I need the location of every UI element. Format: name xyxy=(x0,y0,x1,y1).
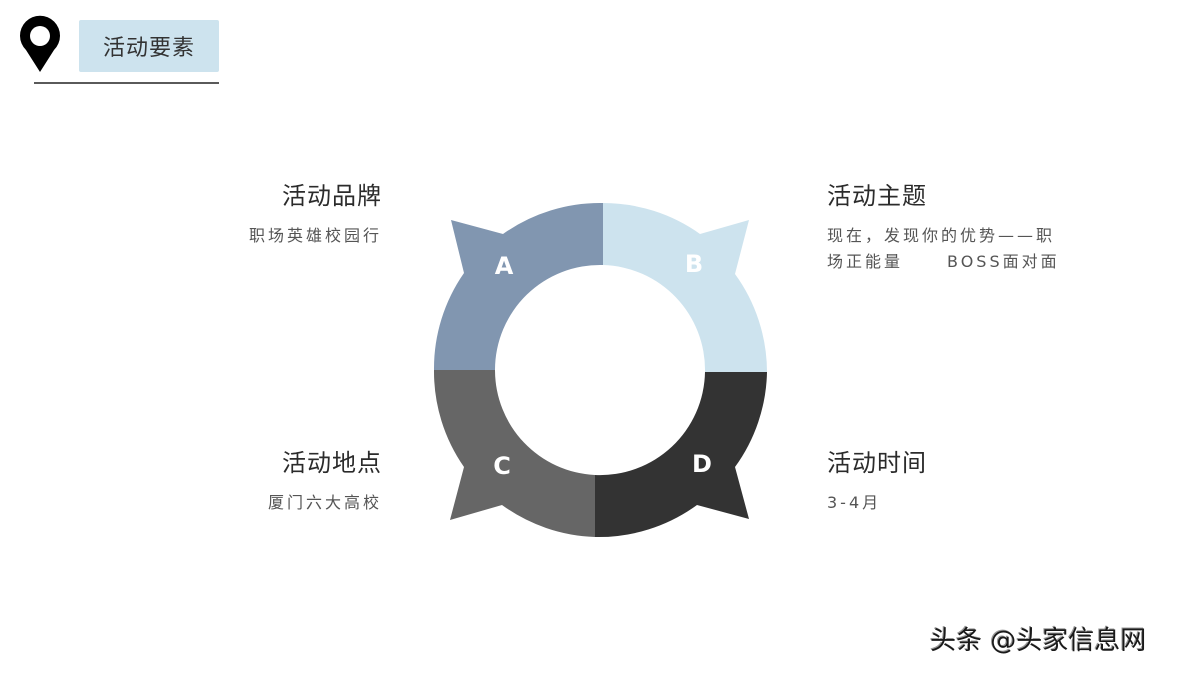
watermark: 头条 @头家信息网 xyxy=(930,626,1147,656)
section-title: 活动要素 xyxy=(79,20,219,72)
brand-block: 活动品牌 职场英雄校园行 xyxy=(249,181,382,249)
segment-b-label: B xyxy=(685,250,703,278)
section-title-text: 活动要素 xyxy=(102,36,195,61)
time-block: 活动时间 3-4月 xyxy=(827,448,927,516)
place-heading: 活动地点 xyxy=(282,449,382,477)
segment-c xyxy=(433,370,595,537)
theme-desc-line-2: 场正能量 BOSS面对面 xyxy=(827,249,1117,275)
time-desc: 3-4月 xyxy=(827,493,882,512)
theme-desc: 现在，发现你的优势——职 场正能量 BOSS面对面 xyxy=(827,223,1117,275)
theme-block: 活动主题 现在，发现你的优势——职 场正能量 BOSS面对面 xyxy=(827,181,1117,275)
theme-desc-line-2a: 场正能量 xyxy=(827,252,904,271)
segment-a xyxy=(433,202,603,370)
segment-d-label: D xyxy=(692,450,712,478)
segment-d xyxy=(595,372,767,538)
time-heading: 活动时间 xyxy=(827,449,927,477)
place-block: 活动地点 厦门六大高校 xyxy=(268,448,382,516)
brand-heading: 活动品牌 xyxy=(282,182,382,210)
theme-desc-line-2b: BOSS面对面 xyxy=(947,252,1060,271)
title-underline xyxy=(34,82,219,84)
map-pin-icon xyxy=(20,15,60,72)
segment-a-label: A xyxy=(495,252,514,280)
segment-b xyxy=(603,202,767,372)
place-desc: 厦门六大高校 xyxy=(267,493,382,512)
four-part-ring-diagram: A B C D xyxy=(433,202,767,538)
brand-desc: 职场英雄校园行 xyxy=(248,226,382,245)
theme-desc-line-1: 现在，发现你的优势——职 xyxy=(827,226,1056,245)
segment-c-label: C xyxy=(493,452,511,480)
theme-heading: 活动主题 xyxy=(827,182,927,210)
